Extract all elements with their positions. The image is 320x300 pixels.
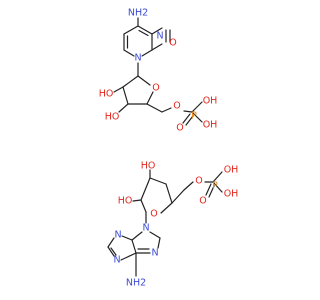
bonds-bottom — [107, 169, 223, 277]
atom-label-n-imidazole: N — [151, 248, 158, 259]
atom-label-n-glycosidic: N — [142, 223, 149, 234]
atom-label-p-double-o: O — [176, 123, 183, 134]
atom-label-p-oh-2: OH — [224, 189, 239, 200]
atom-label-ring-n3: N — [156, 31, 163, 42]
atom-label-oh-2prime: HO — [118, 196, 133, 207]
background — [0, 0, 300, 300]
bonds-top — [113, 17, 203, 126]
atom-label-phosphorus: P — [212, 181, 218, 192]
atom-label-p-oh-1: OH — [203, 96, 218, 107]
atom-label-ho-3prime: HO — [105, 112, 120, 123]
atom-label-carbonyl-o: O — [169, 38, 176, 49]
atom-label-ester-o: O — [195, 176, 202, 187]
atom-label-ho-2prime: HO — [99, 89, 114, 100]
atom-label-ring-n1: N — [134, 53, 141, 64]
atom-labels-top: NH2 N N O O HO HO O P O OH OH — [99, 8, 218, 134]
atom-labels-bottom: HO HO O O P O OH OH N N N N NH2 — [113, 161, 238, 289]
molecule-bottom-amp: HO HO O O P O OH OH N N N N NH2 — [107, 161, 238, 289]
atom-label-n-pyrimidine-2: N — [113, 255, 120, 266]
atom-label-ring-o: O — [152, 83, 159, 94]
atom-label-ring-o: O — [150, 209, 157, 220]
atom-label-amine: NH2 — [128, 8, 148, 19]
atom-label-oh-3prime: HO — [141, 161, 156, 172]
atom-label-phosphorus: P — [191, 111, 197, 122]
atom-label-p-oh-2: OH — [203, 120, 218, 131]
atom-label-n-pyrimidine-1: N — [114, 230, 121, 241]
atom-label-ester-o: O — [173, 101, 180, 112]
atom-label-p-double-o: O — [199, 196, 206, 207]
molecule-top-cmp: NH2 N N O O HO HO O P O OH OH — [99, 8, 218, 134]
atom-label-p-oh-1: OH — [224, 165, 239, 176]
atom-label-amine: NH2 — [126, 278, 146, 289]
chemical-structure-diagram: NH2 N N O O HO HO O P O OH OH — [0, 0, 300, 300]
